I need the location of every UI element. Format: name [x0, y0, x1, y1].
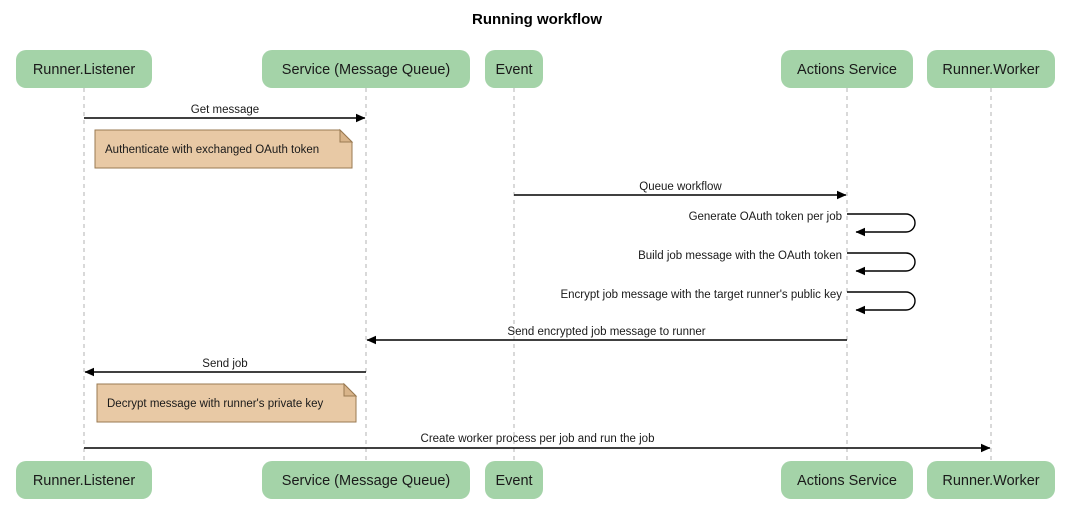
message-encrypt-job-message[interactable]: Encrypt job message with the target runn… — [560, 289, 916, 315]
message-label-get-message: Get message — [191, 104, 259, 116]
actor-box-actions-service-footer[interactable] — [781, 461, 913, 499]
message-label-generate-oauth-token: Generate OAuth token per job — [689, 211, 842, 223]
actor-event-footer[interactable]: Event — [485, 461, 543, 499]
actor-label-runner-listener-header: Runner.Listener — [33, 62, 136, 78]
note-authenticate-label: Authenticate with exchanged OAuth token — [105, 144, 319, 156]
actor-runner-listener-header[interactable]: Runner.Listener — [16, 50, 152, 88]
page-title: Running workflow — [472, 11, 602, 28]
actor-label-runner-listener-footer: Runner.Listener — [33, 473, 136, 489]
actor-box-actions-service-header[interactable] — [781, 50, 913, 88]
note-decrypt-fold-corner-icon — [343, 382, 358, 397]
message-send-encrypted-job-message[interactable]: Send encrypted job message to runner — [366, 326, 847, 345]
notes-layer: Authenticate with exchanged OAuth tokenD… — [94, 128, 358, 423]
message-send-job[interactable]: Send job — [84, 358, 366, 377]
actors-header-layer: Runner.Listener Service (Message Queue) Ev… — [16, 50, 1055, 88]
lifelines-layer — [83, 88, 992, 461]
actor-service-mq-header[interactable]: Service (Message Queue) — [262, 50, 470, 88]
actor-actions-service-footer[interactable]: Actions Service — [781, 461, 913, 499]
actor-box-service-mq-header[interactable] — [262, 50, 470, 88]
message-create-worker-process[interactable]: Create worker process per job and run th… — [84, 433, 991, 453]
actor-event-header[interactable]: Event — [485, 50, 543, 88]
note-decrypt: Decrypt message with runner's private ke… — [96, 382, 358, 423]
message-label-send-job: Send job — [202, 358, 247, 370]
actor-runner-worker-header[interactable]: Runner.Worker — [927, 50, 1055, 88]
actor-box-event-header[interactable] — [485, 50, 543, 88]
note-authenticate-body — [94, 129, 353, 169]
message-label-build-job-message: Build job message with the OAuth token — [638, 250, 842, 262]
message-build-job-message[interactable]: Build job message with the OAuth token — [638, 250, 916, 276]
actor-label-event-footer: Event — [495, 473, 532, 489]
message-label-encrypt-job-message: Encrypt job message with the target runn… — [560, 289, 842, 301]
note-decrypt-body — [96, 383, 357, 423]
actor-box-runner-worker-header[interactable] — [927, 50, 1055, 88]
actor-label-service-mq-footer: Service (Message Queue) — [282, 473, 450, 489]
message-queue-workflow[interactable]: Queue workflow — [514, 181, 847, 200]
actor-label-actions-service-footer: Actions Service — [797, 473, 897, 489]
note-authenticate-fold-corner-icon — [339, 128, 354, 143]
message-label-create-worker-process: Create worker process per job and run th… — [421, 433, 655, 445]
message-label-send-encrypted-job-message: Send encrypted job message to runner — [507, 326, 705, 338]
message-loop-encrypt-job-message — [847, 291, 916, 315]
actor-label-actions-service-header: Actions Service — [797, 62, 897, 78]
note-decrypt-label: Decrypt message with runner's private ke… — [107, 398, 324, 410]
message-loop-generate-oauth-token — [847, 213, 916, 237]
actor-box-service-mq-footer[interactable] — [262, 461, 470, 499]
actor-label-runner-worker-header: Runner.Worker — [942, 62, 1039, 78]
actor-label-service-mq-header: Service (Message Queue) — [282, 62, 450, 78]
message-get-message[interactable]: Get message — [84, 104, 366, 123]
actor-service-mq-footer[interactable]: Service (Message Queue) — [262, 461, 470, 499]
actor-label-event-header: Event — [495, 62, 532, 78]
message-generate-oauth-token[interactable]: Generate OAuth token per job — [689, 211, 916, 237]
actor-box-runner-listener-header[interactable] — [16, 50, 152, 88]
message-label-queue-workflow: Queue workflow — [639, 181, 722, 193]
actor-actions-service-header[interactable]: Actions Service — [781, 50, 913, 88]
actors-footer-layer: Runner.Listener Service (Message Queue) Ev… — [16, 461, 1055, 499]
message-loop-build-job-message — [847, 252, 916, 276]
actor-box-runner-worker-footer[interactable] — [927, 461, 1055, 499]
actor-runner-worker-footer[interactable]: Runner.Worker — [927, 461, 1055, 499]
actor-box-runner-listener-footer[interactable] — [16, 461, 152, 499]
actor-label-runner-worker-footer: Runner.Worker — [942, 473, 1039, 489]
note-authenticate: Authenticate with exchanged OAuth token — [94, 128, 354, 169]
actor-runner-listener-footer[interactable]: Runner.Listener — [16, 461, 152, 499]
actor-box-event-footer[interactable] — [485, 461, 543, 499]
